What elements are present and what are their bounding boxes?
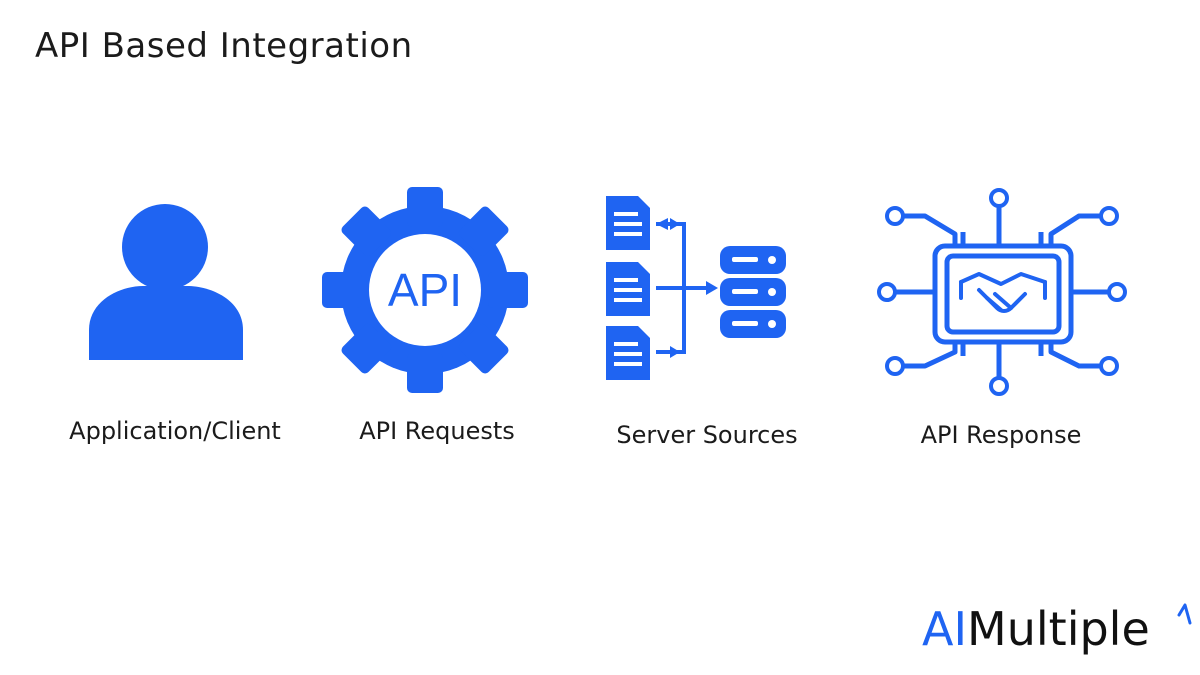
logo-mark-icon — [1177, 603, 1192, 625]
api-gear-icon: API — [322, 187, 528, 393]
logo-suffix: Multiple — [967, 602, 1150, 656]
step-label-api-requests: API Requests — [359, 417, 515, 445]
user-icon — [89, 204, 243, 360]
logo-prefix: AI — [922, 602, 968, 656]
page-title: API Based Integration — [35, 26, 413, 66]
api-gear-text: API — [388, 264, 462, 316]
handshake-circuit-icon — [877, 188, 1127, 396]
step-label-api-response: API Response — [920, 421, 1082, 449]
aimultiple-logo: AIMultiple — [922, 606, 1150, 652]
step-label-application-client: Application/Client — [69, 417, 281, 445]
step-label-server-sources: Server Sources — [616, 421, 798, 449]
documents-to-database-icon — [606, 196, 786, 380]
